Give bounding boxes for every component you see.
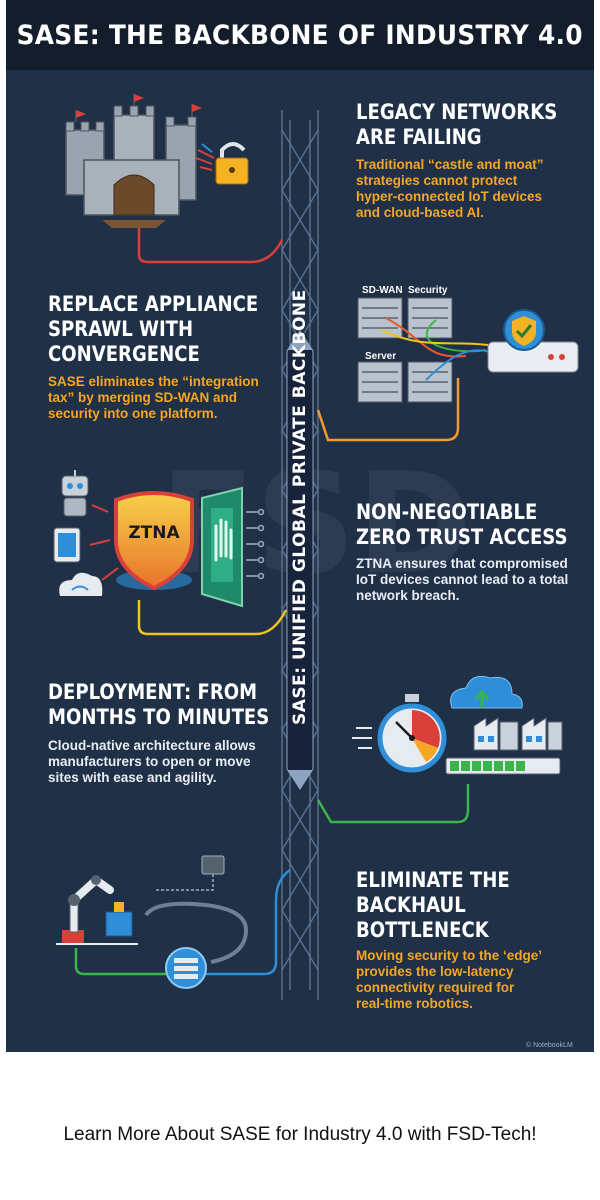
- section-heading-legacy-line2: ARE FAILING: [356, 125, 482, 149]
- section-heading-convergence-line2: SPRAWL WITH: [48, 317, 194, 341]
- title-bar: SASE: THE BACKBONE OF INDUSTRY 4.0: [6, 0, 594, 70]
- section-body-convergence-line1: SASE eliminates the “integration: [48, 374, 259, 389]
- factory-icon: [445, 717, 563, 775]
- rack-label-security: Security: [408, 285, 448, 296]
- section-body-zerotrust-line2: IoT devices cannot lead to a total: [356, 572, 569, 587]
- connector-green: [316, 784, 470, 824]
- ztna-shield-label: ZTNA: [128, 523, 180, 543]
- tablet-icon: [53, 527, 81, 563]
- section-heading-convergence-line1: REPLACE APPLIANCE: [48, 292, 259, 316]
- cloud-wifi-icon: [59, 572, 103, 596]
- connector-yellow: [137, 600, 288, 636]
- hand-scan-icon: [201, 486, 265, 608]
- spine-label: SASE: UNIFIED GLOBAL PRIVATE BACKBONE: [290, 289, 310, 725]
- section-heading-backhaul-line1: ELIMINATE THE: [356, 868, 510, 892]
- network-hub-icon: [156, 855, 225, 989]
- section-heading-zerotrust-line1: NON-NEGOTIABLE: [356, 500, 538, 524]
- section-heading-backhaul-line3: BOTTLENECK: [356, 918, 489, 942]
- connector-blue: [206, 868, 291, 976]
- footer-link-text[interactable]: Learn More About SASE for Industry 4.0 w…: [63, 1124, 537, 1145]
- infographic-poster: SASE: THE BACKBONE OF INDUSTRY 4.0 FSD: [6, 0, 594, 1052]
- section-body-deployment-line1: Cloud-native architecture allows: [48, 738, 256, 753]
- padlock-icon: [195, 142, 249, 185]
- section-body-legacy-line1: Traditional “castle and moat”: [356, 157, 544, 172]
- section-body-legacy-line2: strategies cannot protect: [356, 173, 518, 188]
- castle-icon: [65, 94, 202, 228]
- illustration-layer: SD-WAN Security Server: [53, 94, 579, 1000]
- section-heading-deployment-line1: DEPLOYMENT: FROM: [48, 680, 258, 704]
- section-body-backhaul-line4: real-time robotics.: [356, 996, 474, 1011]
- ztna-shield: ZTNA: [114, 491, 194, 591]
- section-body-deployment-line2: manufacturers to open or move: [48, 754, 251, 769]
- section-body-legacy-line4: and cloud-based AI.: [356, 205, 484, 220]
- section-heading-zerotrust-line2: ZERO TRUST ACCESS: [356, 525, 568, 549]
- connector-orange: [316, 378, 460, 442]
- section-body-convergence-line2: tax” by merging SD-WAN and: [48, 390, 238, 405]
- section-body-backhaul-line3: connectivity required for: [356, 980, 515, 995]
- page-title: SASE: THE BACKBONE OF INDUSTRY 4.0: [16, 19, 584, 51]
- rack-label-sdwan: SD-WAN: [362, 285, 403, 296]
- section-body-legacy-line3: hyper-connected IoT devices: [356, 189, 543, 204]
- section-body-convergence-line3: security into one platform.: [48, 406, 218, 421]
- section-heading-convergence-line3: CONVERGENCE: [48, 342, 200, 366]
- section-body-backhaul-line1: Moving security to the ‘edge’: [356, 948, 543, 963]
- section-heading-deployment-line2: MONTHS TO MINUTES: [48, 705, 270, 729]
- robot-arm-icon: [56, 874, 138, 945]
- section-body-zerotrust-line3: network breach.: [356, 588, 460, 603]
- credit-text: © NotebookLM: [526, 1042, 573, 1049]
- section-body-backhaul-line2: provides the low-latency: [356, 964, 514, 979]
- gear-shield-icon: [487, 309, 579, 373]
- section-heading-backhaul-line2: BACKHAUL: [356, 893, 466, 917]
- connector-red: [137, 228, 284, 264]
- rack-label-server: Server: [365, 351, 396, 362]
- cloud-upload-icon: [450, 675, 523, 709]
- server-rack-icon: SD-WAN Security Server: [357, 285, 491, 403]
- section-body-deployment-line3: sites with ease and agility.: [48, 770, 217, 785]
- stopwatch-icon: [352, 694, 447, 773]
- robot-icon: [61, 470, 89, 517]
- section-heading-legacy-line1: LEGACY NETWORKS: [356, 100, 558, 124]
- section-body-zerotrust-line1: ZTNA ensures that compromised: [356, 556, 568, 571]
